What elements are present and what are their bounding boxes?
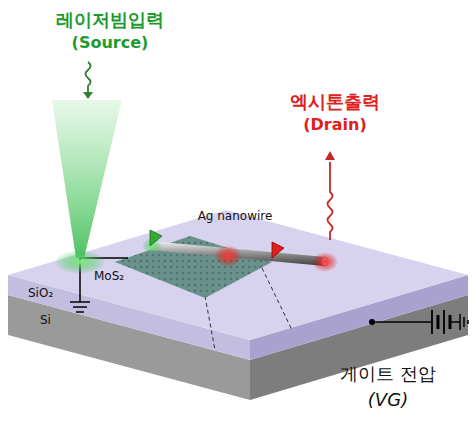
battery-symbol [431, 310, 433, 334]
ag-nanowire [150, 241, 325, 266]
gate-label: (VG) [368, 390, 408, 411]
gate-label: 게이트 전압 [340, 364, 436, 385]
exciton-spot [214, 245, 242, 267]
part-label: SiO₂ [28, 287, 53, 301]
laser-beam [52, 100, 122, 258]
part-label: MoS₂ [94, 270, 124, 284]
ground-symbol [73, 306, 87, 308]
ground-symbol [467, 320, 469, 324]
guide-line [262, 268, 292, 330]
arrowhead [83, 92, 93, 99]
ground-symbol [76, 311, 84, 313]
beam-label: (Drain) [303, 116, 366, 134]
guide-line [205, 296, 215, 350]
battery-symbol [443, 310, 445, 334]
arrowhead [325, 151, 335, 160]
gate-wire [372, 321, 432, 323]
beam-label: 레이저빔입력 [56, 10, 164, 31]
gate-wire [450, 321, 460, 323]
ground-symbol [463, 317, 465, 327]
ground-symbol [70, 301, 90, 303]
part-label: Ag nanowire [198, 210, 273, 224]
ground-symbol [459, 314, 461, 330]
part-label: Si [40, 314, 51, 328]
battery-symbol [437, 315, 440, 329]
beam-label: 엑시톤출력 [290, 92, 380, 113]
plasmon-green [150, 230, 162, 246]
exciton-output-spot [312, 252, 338, 272]
beam-label: (Source) [72, 34, 149, 52]
plasmon-red [272, 242, 284, 258]
input-wave-arrow [86, 62, 91, 92]
output-wave-arrow [328, 162, 333, 240]
